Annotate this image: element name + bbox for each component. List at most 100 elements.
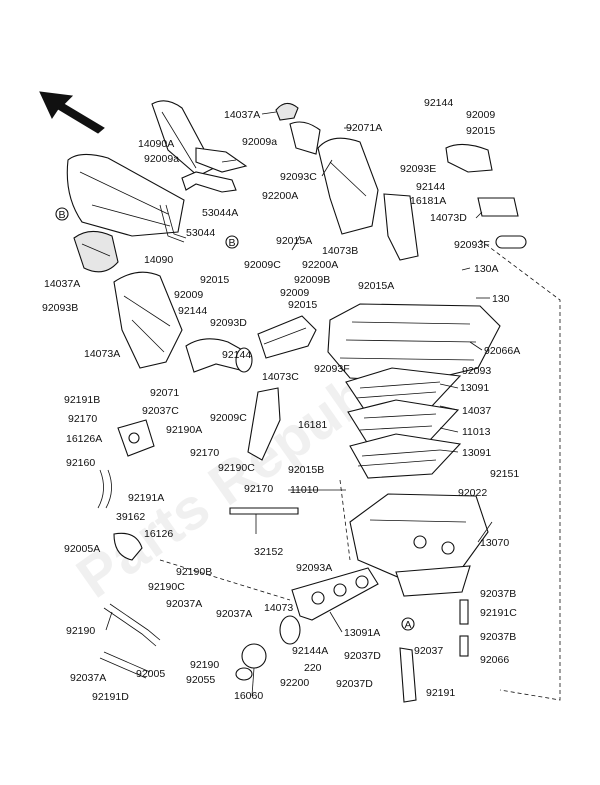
label-92170-3: 92170 xyxy=(244,483,273,495)
label-92015-mid: 92015 xyxy=(200,274,229,286)
label-13091-2: 13091 xyxy=(462,447,491,459)
label-92190A: 92190A xyxy=(166,424,202,436)
label-92009-top: 92009 xyxy=(466,109,495,121)
label-92071A: 92071A xyxy=(346,122,382,134)
callout-a-icon: A xyxy=(401,617,415,631)
valve-16126A-icon xyxy=(117,419,155,457)
label-92037A-bottom: 92037A xyxy=(70,672,106,684)
label-92200A-2: 92200A xyxy=(302,259,338,271)
label-32152: 32152 xyxy=(254,546,283,558)
hose-92191A-icon xyxy=(97,469,112,509)
label-14090A: 14090A xyxy=(138,138,174,150)
pipe-16181-icon xyxy=(247,387,281,461)
label-14037A-left: 14037A xyxy=(44,278,80,290)
label-16181A: 16181A xyxy=(410,195,446,207)
label-92009-left: 92009 xyxy=(174,289,203,301)
label-92144-center: 92144 xyxy=(178,305,207,317)
screen-13091-bottom-icon xyxy=(349,433,462,479)
svg-text:B: B xyxy=(58,209,65,221)
label-92151: 92151 xyxy=(490,468,519,480)
label-92037B-1: 92037B xyxy=(480,588,516,600)
label-92093D: 92093D xyxy=(210,317,247,329)
label-92037C: 92037C xyxy=(142,405,179,417)
clamp-16060-icon xyxy=(235,643,267,681)
valve-16126-icon xyxy=(113,532,143,561)
label-92144-bottom: 92144 xyxy=(222,349,251,361)
assembly-line-center xyxy=(339,479,351,561)
label-92093E: 92093E xyxy=(400,163,436,175)
air-cleaner-lower-case-icon xyxy=(349,493,489,597)
label-92009-mid: 92009 xyxy=(280,287,309,299)
hose-92144-icon xyxy=(185,338,253,373)
label-92005: 92005 xyxy=(136,668,165,680)
screen-13091-top-icon xyxy=(345,367,462,413)
label-92191D: 92191D xyxy=(92,691,129,703)
duct-16181A-icon xyxy=(383,193,419,261)
label-92015-mid2: 92015 xyxy=(288,299,317,311)
label-92066A: 92066A xyxy=(484,345,520,357)
label-16181: 16181 xyxy=(298,419,327,431)
hose-92190-icon xyxy=(103,603,161,647)
label-92093: 92093 xyxy=(462,365,491,377)
label-92200A: 92200A xyxy=(262,190,298,202)
label-14073D: 14073D xyxy=(430,212,467,224)
label-92191: 92191 xyxy=(426,687,455,699)
label-130: 130 xyxy=(492,293,510,305)
label-14073C: 14073C xyxy=(262,371,299,383)
label-92015-top: 92015 xyxy=(466,125,495,137)
label-92037D-1: 92037D xyxy=(344,650,381,662)
label-92144-top: 92144 xyxy=(424,97,453,109)
label-92037A-right: 92037A xyxy=(216,608,252,620)
label-92009B: 92009B xyxy=(294,274,330,286)
callout-b2-icon: B xyxy=(225,235,239,249)
label-92160: 92160 xyxy=(66,457,95,469)
hose-92191D-icon xyxy=(99,651,151,679)
label-53044A: 53044A xyxy=(202,207,238,219)
label-92037: 92037 xyxy=(414,645,443,657)
label-92190-2: 92190 xyxy=(190,659,219,671)
duct-14073B-icon xyxy=(317,137,379,235)
intake-duct-cover-icon xyxy=(66,153,185,237)
label-14073: 14073 xyxy=(264,602,293,614)
label-92015A-1: 92015A xyxy=(276,235,312,247)
label-92005A: 92005A xyxy=(64,543,100,555)
label-92144A: 92144A xyxy=(292,645,328,657)
seal-92093C-icon xyxy=(289,121,321,155)
label-92144-mid: 92144 xyxy=(416,181,445,193)
label-39162: 39162 xyxy=(116,511,145,523)
callout-b-icon: B xyxy=(55,207,69,221)
seal-92093C-top-icon xyxy=(195,147,248,173)
label-130A: 130A xyxy=(474,263,499,275)
label-92009a-right: 92009a xyxy=(242,136,277,148)
leader-lines xyxy=(105,111,493,697)
label-13091-1: 13091 xyxy=(460,382,489,394)
label-92055: 92055 xyxy=(186,674,215,686)
label-14073A: 14073A xyxy=(84,348,120,360)
label-92191C: 92191C xyxy=(480,607,517,619)
label-92170-1: 92170 xyxy=(68,413,97,425)
boot-92093A-icon xyxy=(291,567,379,621)
duct-14073-lower-icon xyxy=(279,615,301,645)
label-92191B: 92191B xyxy=(64,394,100,406)
label-220: 220 xyxy=(304,662,322,674)
part-labels: 14037A 92144 92009 14090A 92009a 92071A … xyxy=(42,97,520,703)
svg-text:B: B xyxy=(228,237,235,249)
label-13091A: 13091A xyxy=(344,627,380,639)
label-92200: 92200 xyxy=(280,677,309,689)
filter-element-11013-icon xyxy=(347,399,460,445)
label-92093F-1: 92093F xyxy=(454,239,490,251)
cap-14037A-top-icon xyxy=(275,102,299,121)
cap-14037A-left-icon xyxy=(73,230,119,273)
svg-text:A: A xyxy=(404,619,411,631)
label-92190C-2: 92190C xyxy=(148,581,185,593)
label-92009a-left: 92009a xyxy=(144,153,179,165)
label-13070: 13070 xyxy=(480,537,509,549)
bracket-53044A-icon xyxy=(181,171,237,193)
label-92009C-1: 92009C xyxy=(244,259,281,271)
label-92191A: 92191A xyxy=(128,492,164,504)
duct-14073A-icon xyxy=(113,271,183,369)
label-92190C-1: 92190C xyxy=(218,462,255,474)
assembly-line-left xyxy=(159,559,291,601)
duct-14073C-icon xyxy=(257,315,317,359)
